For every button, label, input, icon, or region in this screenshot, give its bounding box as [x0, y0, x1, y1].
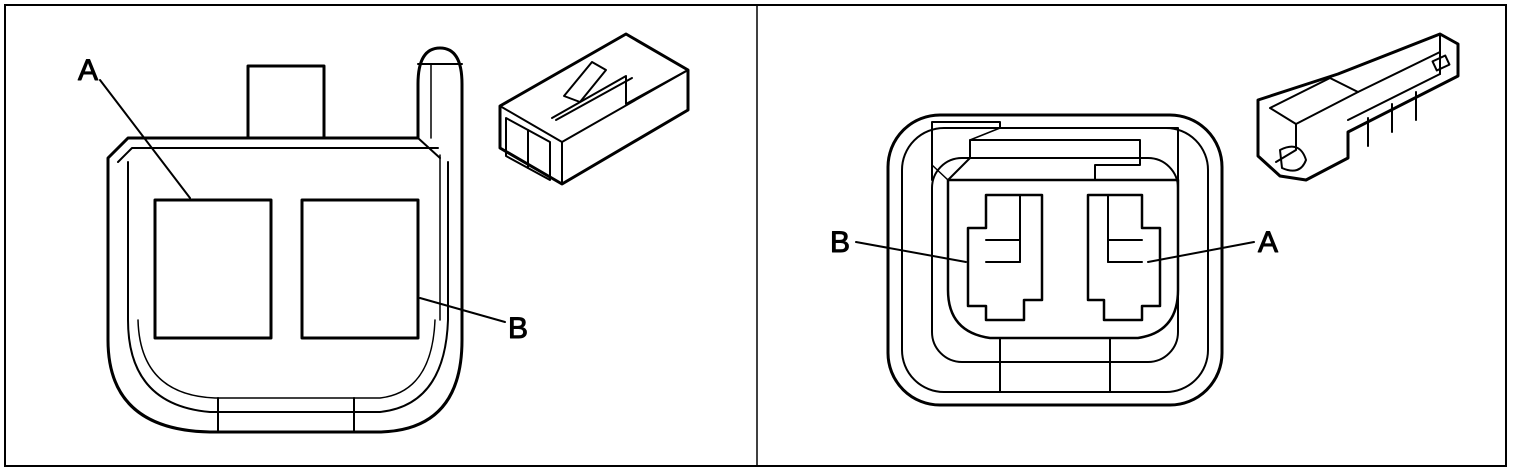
right-callout-label-a: A [1258, 226, 1278, 259]
right-leader-line-b [855, 241, 967, 263]
right-terminal-a [1086, 193, 1162, 322]
left-connector-face [106, 46, 464, 434]
left-terminal-cavity-b [300, 198, 420, 340]
left-callout-label-a: A [78, 54, 98, 87]
left-connector-isometric [498, 32, 690, 186]
left-callout-label-b: B [508, 312, 528, 345]
left-terminal-cavity-a [153, 198, 273, 340]
right-connector-face [886, 113, 1224, 407]
right-callout-label-b: B [830, 226, 850, 259]
left-leader-line-a [99, 79, 191, 199]
panel-left: A B [78, 32, 690, 434]
right-leader-line-a [1147, 241, 1255, 263]
right-connector-isometric [1256, 32, 1460, 182]
diagram-frame [4, 4, 1507, 467]
panel-right: B A [830, 32, 1460, 407]
left-leader-line-b [419, 297, 506, 323]
right-terminal-b [966, 193, 1044, 322]
